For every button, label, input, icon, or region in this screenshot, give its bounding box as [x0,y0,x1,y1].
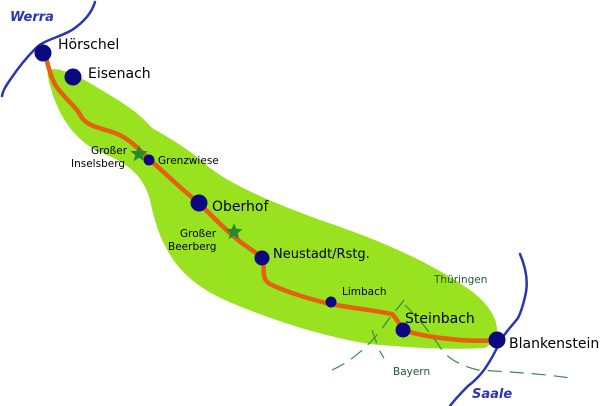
river-label-werra: Werra [10,10,54,25]
state-border-line [331,299,405,371]
state-label-bayern: Bayern [393,366,430,378]
town-marker-icon [64,68,82,86]
forest-region [47,69,498,349]
river-label-saale: Saale [472,387,512,402]
state-border-line-2 [404,304,571,379]
town-marker-icon [34,44,52,62]
peak-label-beerberg-line1: Großer [180,228,217,240]
town-label-oberhof: Oberhof [212,199,269,215]
town-marker-icon [190,194,208,212]
town-marker-icon [254,250,270,266]
town-label-blankenstein: Blankenstein [509,336,599,352]
peak-label-inselsberg-line2: Inselsberg [71,158,125,170]
town-marker-icon [143,154,155,166]
state-border-line-3 [371,329,385,359]
peak-label-inselsberg-line1: Großer [91,145,128,157]
town-label-hoerschel: Hörschel [58,37,119,53]
town-marker-icon [488,331,506,349]
town-label-steinbach: Steinbach [405,311,475,327]
town-label-grenzwiese: Grenzwiese [158,155,219,167]
town-label-neustadt: Neustadt/Rstg. [273,247,370,262]
peak-label-beerberg-line2: Beerberg [168,241,216,253]
town-label-limbach: Limbach [342,286,387,298]
state-label-thueringen: Thüringen [433,274,487,286]
peak-star-icon [225,223,243,240]
town-marker-icon [325,296,337,308]
peak-star-icon [130,145,148,162]
town-marker-icon [395,322,411,338]
town-label-eisenach: Eisenach [88,66,151,82]
werra-river [0,0,97,98]
